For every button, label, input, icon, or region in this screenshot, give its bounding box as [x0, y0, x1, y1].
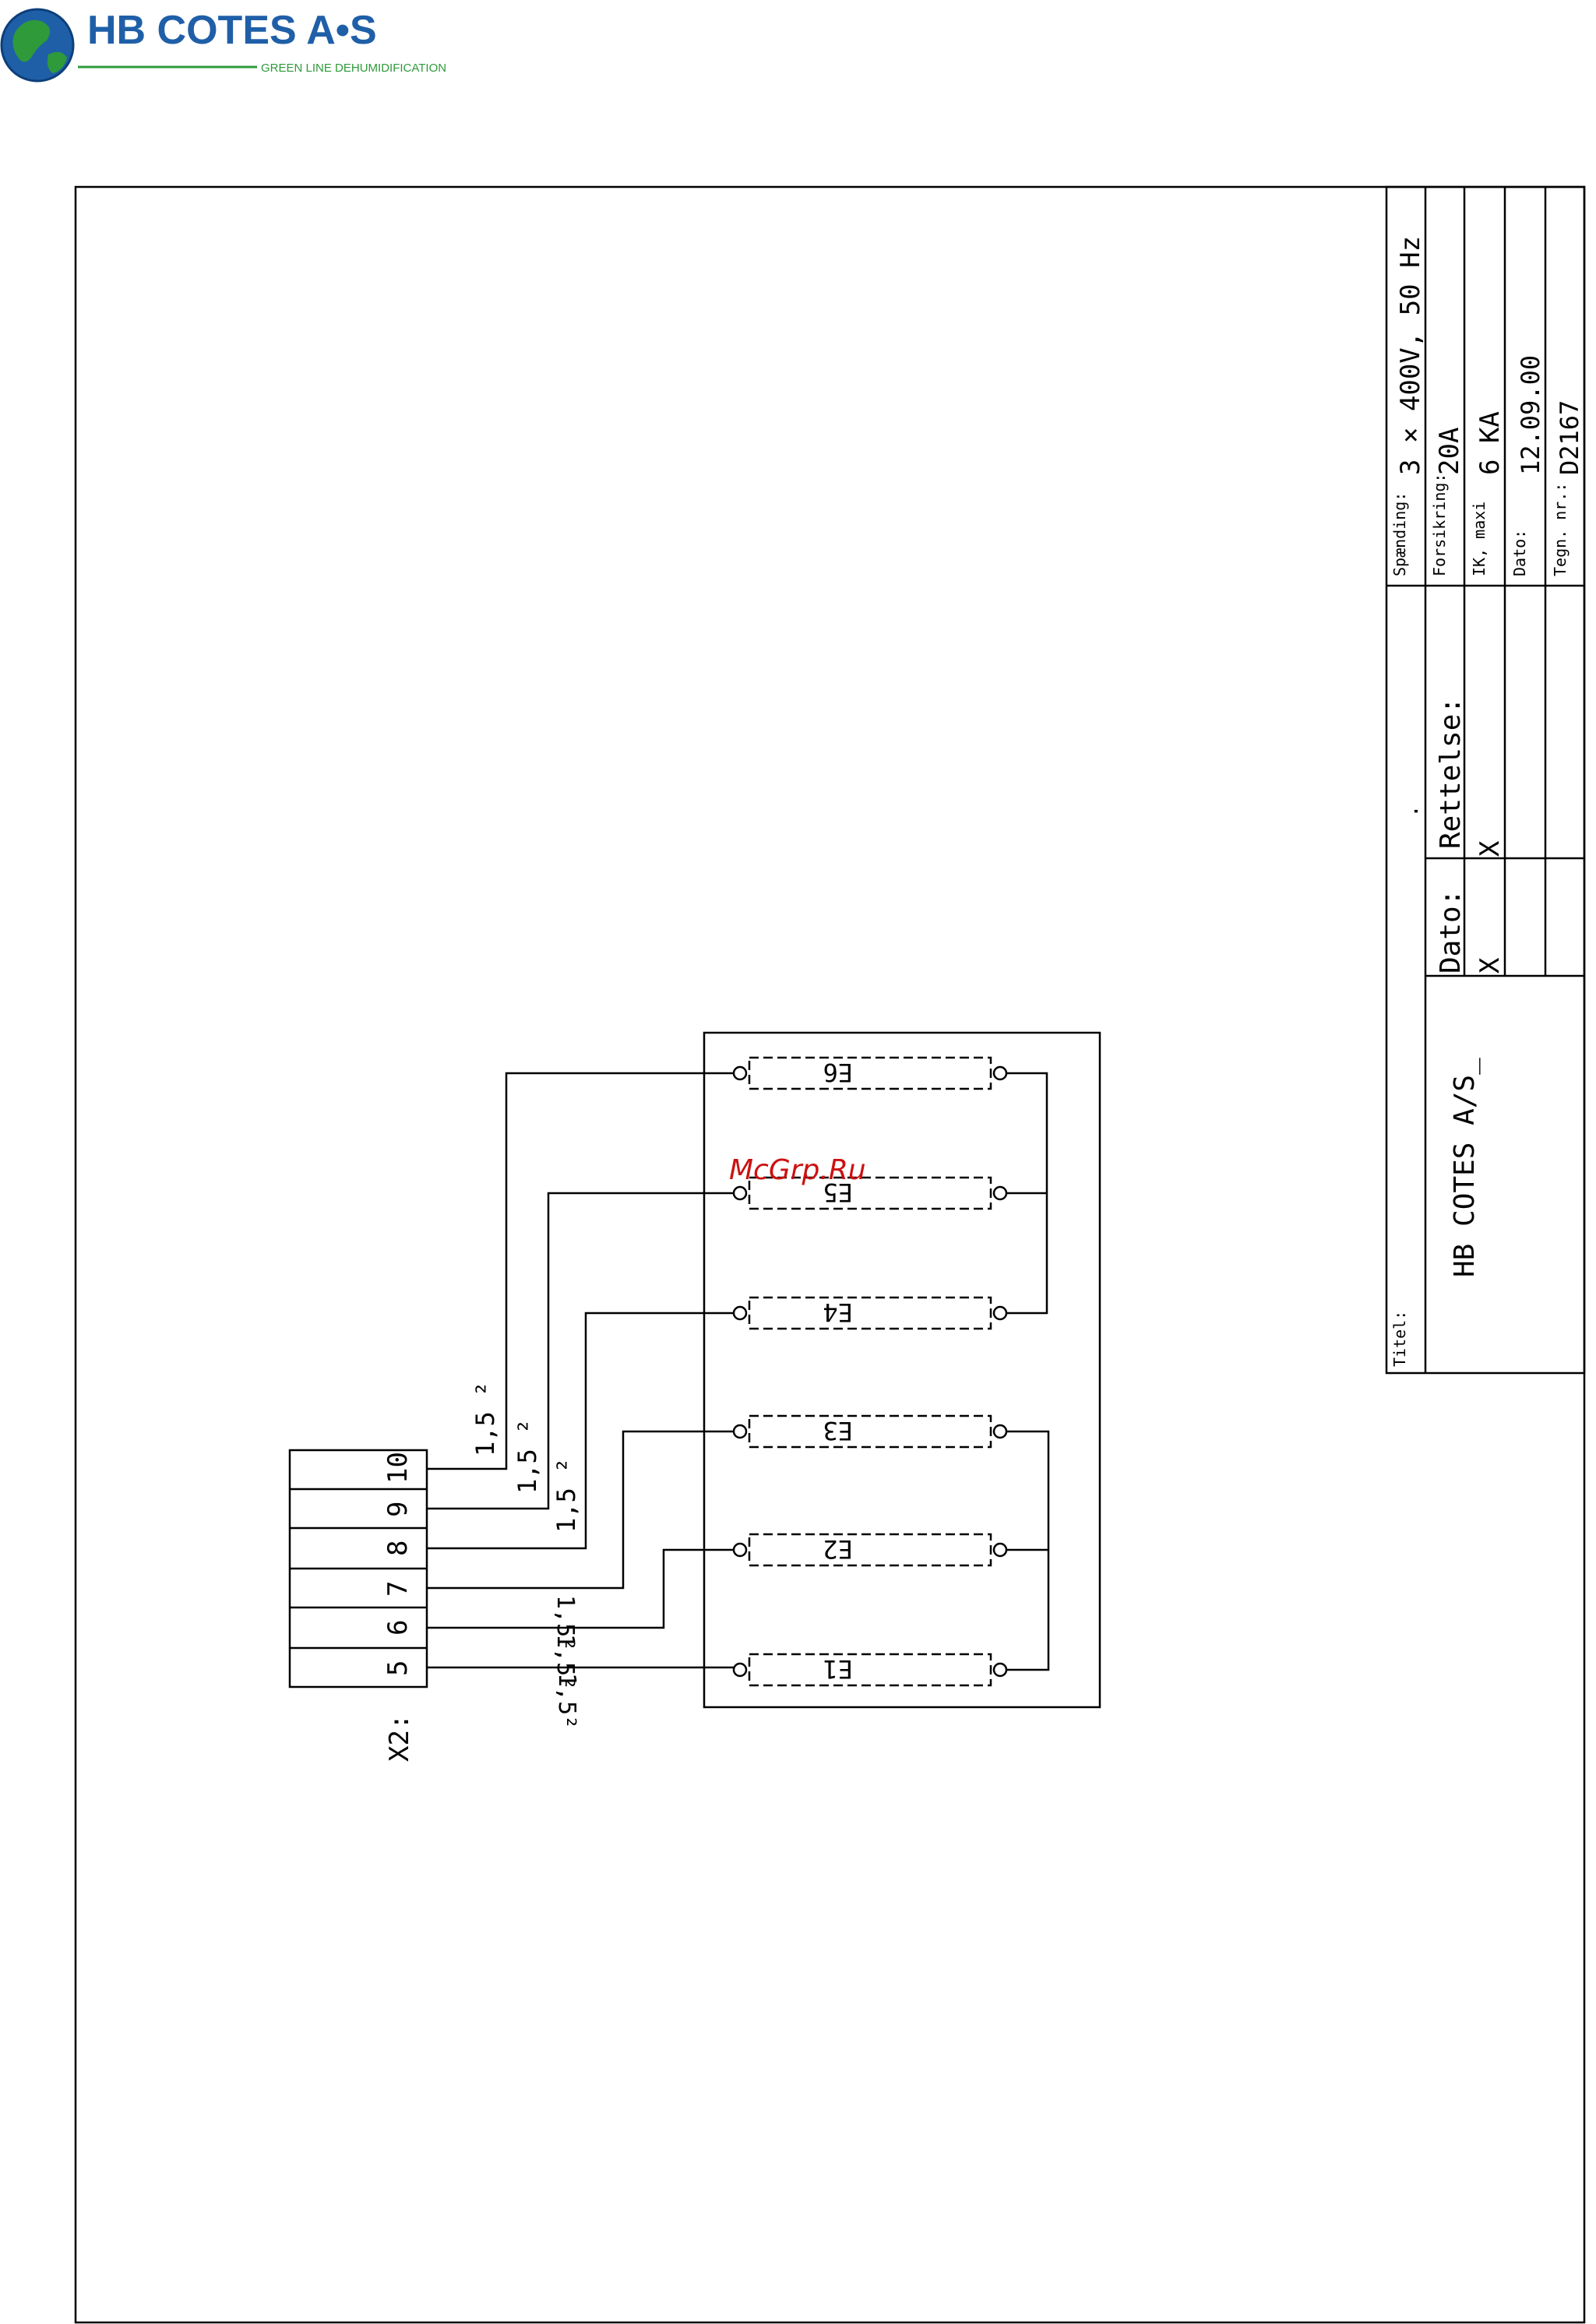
- title-block: Spænding: 3 × 400V, 50 Hz Forsikring: 20…: [1386, 187, 1584, 1373]
- watermark: McGrp.Ru: [729, 1154, 866, 1186]
- terminal-7: 7: [382, 1581, 414, 1597]
- terminal-5: 5: [382, 1660, 414, 1676]
- heater-label-e6: E6: [823, 1058, 853, 1087]
- heater-e3: E3: [734, 1416, 1006, 1447]
- x-mark-rettelse: X: [1474, 840, 1506, 857]
- terminal-6: 6: [382, 1620, 414, 1636]
- wire-label-5: 1,5²: [553, 1673, 580, 1729]
- titel-label: Titel:: [1390, 1311, 1409, 1367]
- heater-label-e4: E4: [823, 1298, 853, 1327]
- terminal-10: 10: [382, 1452, 414, 1484]
- title-dot: .: [1397, 805, 1423, 818]
- terminal-9: 9: [382, 1502, 414, 1517]
- heater-label-e3: E3: [823, 1416, 853, 1445]
- ik-value: 6 KA: [1474, 411, 1506, 475]
- dato-label-2: Dato:: [1510, 530, 1529, 576]
- tegn-value: D2167: [1555, 400, 1584, 475]
- tegn-label: Tegn. nr.:: [1551, 483, 1570, 576]
- wire-label-10: 1,5 ²: [470, 1382, 500, 1456]
- title-company: HB COTES A/S_: [1449, 1058, 1481, 1277]
- rettelse-label: Rettelse:: [1435, 697, 1467, 849]
- dato-value: 12.09.00: [1516, 355, 1545, 475]
- wire-label-8: 1,5 ²: [551, 1458, 581, 1533]
- spaending-value: 3 × 400V, 50 Hz: [1395, 236, 1426, 475]
- wire-label-9: 1,5 ²: [513, 1419, 542, 1494]
- heater-label-e2: E2: [823, 1534, 853, 1564]
- heater-e6: E6: [734, 1058, 1006, 1089]
- forsikring-label: Forsikring:: [1430, 474, 1449, 576]
- terminal-block-label: X2:: [384, 1714, 415, 1762]
- spaending-label: Spænding:: [1390, 492, 1409, 576]
- dato-label: Dato:: [1435, 889, 1467, 974]
- ik-label: IK, maxi: [1470, 502, 1489, 576]
- heater-enclosure: [704, 1033, 1100, 1707]
- bridge-lower: [1006, 1431, 1048, 1670]
- terminal-8: 8: [382, 1541, 414, 1556]
- heater-e4: E4: [734, 1298, 1006, 1329]
- terminal-block-x2: 10 9 8 7 6 5 X2:: [290, 1450, 427, 1762]
- forsikring-value: 20A: [1434, 428, 1465, 475]
- x-mark-dato: X: [1474, 957, 1506, 974]
- bridge-upper: [1006, 1073, 1047, 1313]
- heater-e1: E1: [734, 1654, 1006, 1685]
- heater-label-e1: E1: [823, 1654, 853, 1684]
- heater-e2: E2: [734, 1534, 1006, 1565]
- drawing-frame: [76, 187, 1584, 2322]
